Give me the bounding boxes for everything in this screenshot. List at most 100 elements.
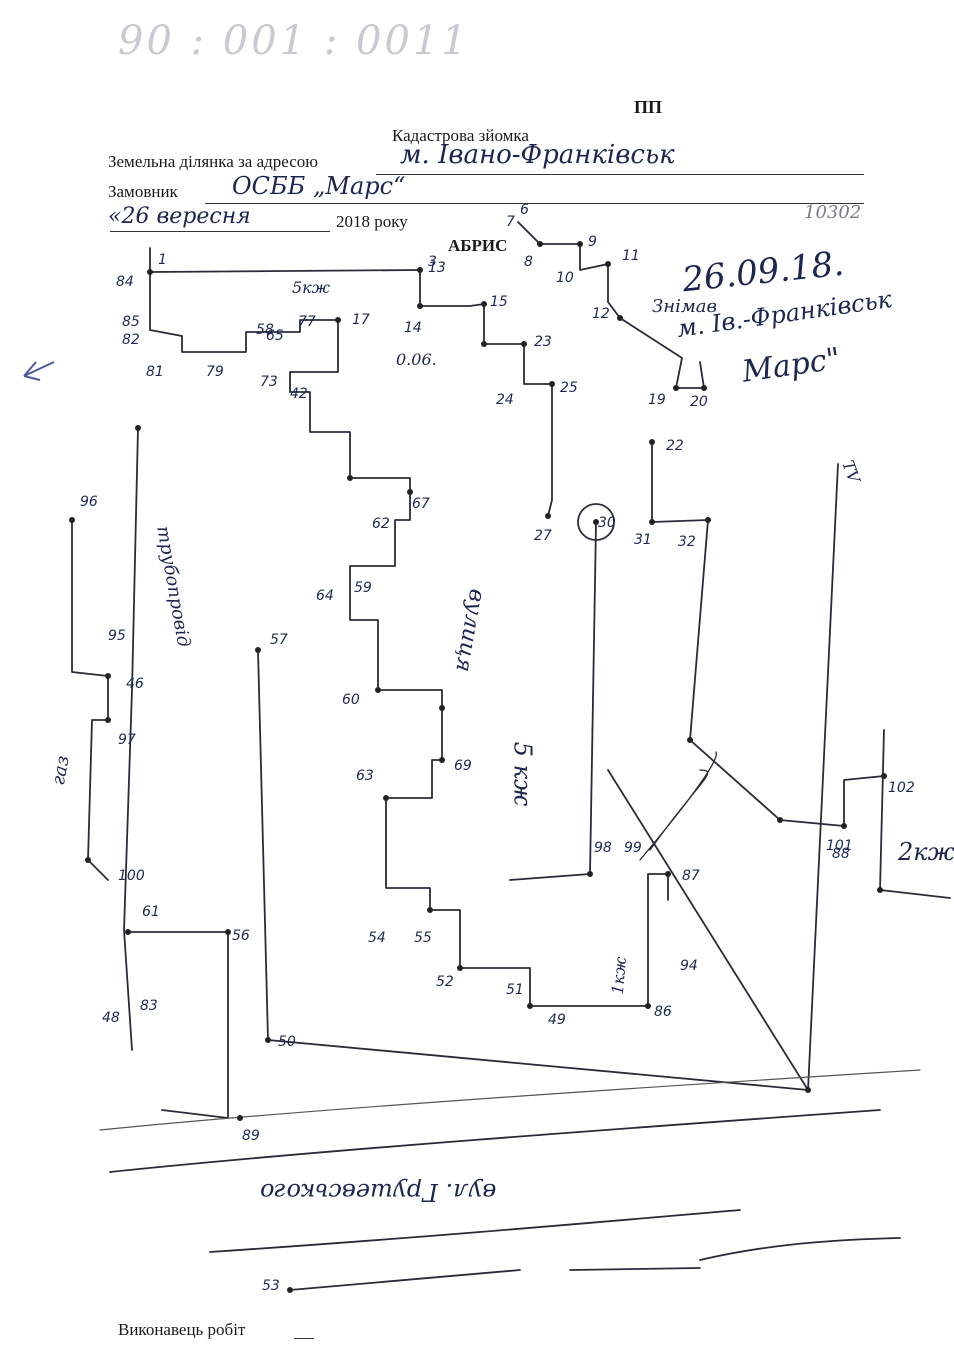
cross-hatch	[639, 751, 717, 861]
year-text: 2018 року	[336, 212, 408, 231]
survey-point	[527, 1003, 533, 1009]
point-label: 89	[242, 1128, 260, 1144]
point-label: 25	[560, 380, 578, 396]
point-label: 15	[490, 294, 508, 310]
boundary-1-13	[149, 269, 421, 273]
point-label: 81	[146, 364, 164, 380]
survey-point	[481, 301, 487, 307]
line-22-32	[651, 441, 885, 827]
point-label: 85	[122, 314, 140, 330]
date-underline	[110, 231, 330, 232]
point-label: 6	[520, 202, 529, 218]
point-label: 84	[116, 274, 134, 290]
point-label: 64	[316, 588, 334, 604]
survey-point	[687, 737, 693, 743]
survey-point	[287, 1287, 293, 1293]
survey-point	[85, 857, 91, 863]
point-label: 65	[266, 328, 284, 344]
sketch-title: АБРИС	[448, 236, 508, 255]
point-label: 96	[80, 494, 98, 510]
point-label: 24	[496, 392, 514, 408]
survey-point	[705, 517, 711, 523]
survey-point	[577, 241, 583, 247]
survey-point	[605, 261, 611, 267]
north-arrow-icon	[23, 361, 55, 381]
building-5kzh-top: 5кж	[292, 278, 330, 297]
point-label: 82	[122, 332, 140, 348]
point-label: 23	[534, 334, 552, 350]
point-label: 56	[232, 928, 250, 944]
point-label: 14	[404, 320, 422, 336]
left-pipe-line	[123, 427, 139, 1051]
top-boundary-line	[149, 247, 669, 1007]
point-label: 3	[428, 254, 437, 270]
survey-point	[841, 823, 847, 829]
point-labels: 1 3 6 7 8 9 10 11 12 13 14 15 17 19 20 2…	[80, 202, 915, 1294]
survey-point	[417, 267, 423, 273]
point-label: 30	[598, 515, 616, 531]
point-label: 60	[342, 692, 360, 708]
small-note: 0.06.	[396, 350, 437, 369]
survey-point	[549, 381, 555, 387]
survey-point	[545, 513, 551, 519]
survey-point	[407, 489, 413, 495]
line-101-102	[879, 729, 951, 899]
point-label: 49	[548, 1012, 566, 1028]
point-label: 17	[352, 312, 370, 328]
survey-point	[375, 687, 381, 693]
point-label: 42	[290, 386, 308, 402]
bottom-line-53	[289, 1269, 521, 1291]
survey-point	[665, 871, 671, 877]
point-label: 98	[594, 840, 612, 856]
line-57-50	[257, 649, 269, 1041]
point-label: 63	[356, 768, 374, 784]
survey-point	[481, 341, 487, 347]
point-label: 94	[680, 958, 698, 974]
executor-label: Виконавець робіт	[118, 1320, 246, 1339]
survey-point	[881, 773, 887, 779]
survey-point	[649, 519, 655, 525]
point-label: 88	[832, 846, 850, 862]
point-label: 22	[666, 438, 684, 454]
point-label: 19	[648, 392, 666, 408]
survey-point	[587, 871, 593, 877]
point-label: 48	[102, 1010, 120, 1026]
line-tv-88	[807, 463, 839, 1091]
street-curve-lower	[209, 1209, 741, 1253]
survey-point	[147, 269, 153, 275]
faded-stamp-number: 90 : 001 : 0011	[118, 18, 470, 64]
left-gas-line	[71, 519, 109, 881]
point-label: 86	[654, 1004, 672, 1020]
survey-point	[225, 929, 231, 935]
survey-point	[537, 241, 543, 247]
survey-point	[439, 757, 445, 763]
address-value: м. Івано-Франківськ	[400, 140, 675, 170]
line-30-86	[509, 523, 597, 881]
point-label: 59	[354, 580, 372, 596]
survey-point	[265, 1037, 271, 1043]
point-label: 27	[534, 528, 552, 544]
survey-point	[125, 929, 131, 935]
corner-number: 10302	[804, 202, 862, 223]
boundary-13-14	[419, 269, 553, 517]
survey-points	[69, 241, 887, 1293]
surveyed-by-line1: Знімав	[652, 296, 717, 317]
point-label: 9	[588, 234, 597, 250]
survey-point	[805, 1087, 811, 1093]
survey-point	[521, 341, 527, 347]
line-86-88	[607, 769, 809, 1091]
survey-title: Кадастрова зйомка	[392, 126, 529, 145]
point-label: 55	[414, 930, 432, 946]
point-label: 77	[298, 314, 316, 330]
street-curve-bottom	[699, 1237, 901, 1261]
survey-point	[777, 817, 783, 823]
point-label: 58	[256, 322, 274, 338]
line-50-88	[267, 1039, 809, 1091]
form-code: ПП	[634, 97, 663, 117]
point-label: 83	[140, 998, 158, 1014]
survey-point	[255, 647, 261, 653]
point-label: 8	[524, 254, 533, 270]
left-building-61-56	[127, 931, 229, 1119]
point-label: 11	[622, 248, 640, 264]
survey-point	[457, 965, 463, 971]
